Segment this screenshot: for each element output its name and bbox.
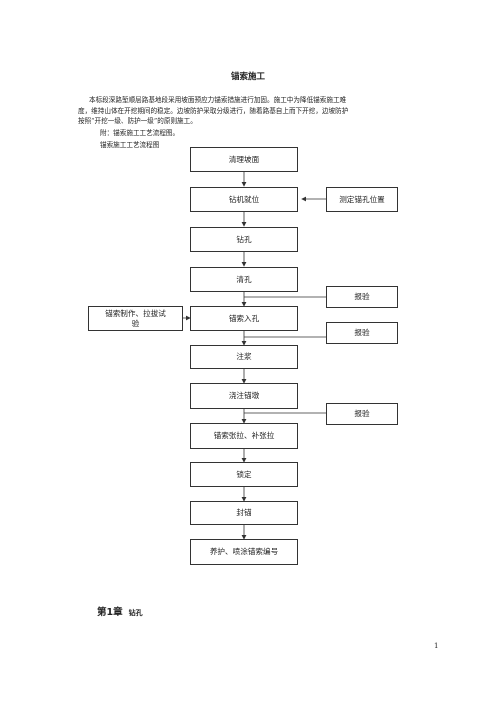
intro-paragraph: 本标段深路堑顺层路基地段采用坡面预应力锚索措施进行加固。施工中为降低锚索施工难 … — [78, 95, 429, 127]
document-title: 锚索施工 — [230, 72, 265, 82]
flowchart-caption: 锚索施工工艺流程图 — [100, 141, 160, 149]
attachment-note: 附：锚索施工工艺流程图。 — [100, 129, 180, 137]
side-box-locate-hole: 测定锚孔位置 — [326, 187, 398, 212]
side-flow-arrows — [183, 196, 326, 414]
flow-step-11: 养护、喷涂锚索编号 — [190, 539, 298, 565]
side-box-anchor-fabrication-line-2: 验 — [131, 319, 140, 328]
flow-step-9: 锁定 — [190, 462, 298, 487]
flow-step-3: 钻孔 — [190, 227, 298, 252]
inspection-box-2: 报验 — [326, 322, 398, 344]
flow-step-5: 锚索入孔 — [190, 306, 298, 331]
flow-step-1: 清理坡面 — [190, 147, 298, 172]
flow-step-2: 钻机就位 — [190, 187, 298, 212]
inspection-box-3: 报验 — [326, 403, 398, 425]
paragraph-line-3: 按照“开挖一级、防护一级”的原则施工。 — [78, 117, 197, 126]
page-number: 1 — [434, 642, 439, 650]
chapter-subtitle: 钻孔 — [128, 609, 143, 617]
paragraph-line-2: 度，维持山体在开挖期间的稳定。边坡防护采取分级进行，随着路基自上而下开挖，边坡防… — [78, 106, 349, 115]
chapter-heading: 第1章钻孔 — [97, 604, 143, 618]
inspection-box-1: 报验 — [326, 286, 398, 308]
flow-step-8: 锚索张拉、补张拉 — [190, 423, 298, 449]
side-box-anchor-fabrication-line-1: 锚索制作、拉拔试 — [105, 309, 166, 318]
flow-step-6: 注浆 — [190, 345, 298, 369]
flow-step-7: 浇注锚墩 — [190, 383, 298, 409]
flow-step-10: 封锚 — [190, 501, 298, 525]
flow-step-4: 清孔 — [190, 267, 298, 292]
paragraph-line-1: 本标段深路堑顺层路基地段采用坡面预应力锚索措施进行加固。施工中为降低锚索施工难 — [89, 96, 347, 104]
chapter-number: 第1章 — [97, 607, 123, 618]
side-box-anchor-fabrication: 锚索制作、拉拔试 验 — [88, 306, 183, 331]
